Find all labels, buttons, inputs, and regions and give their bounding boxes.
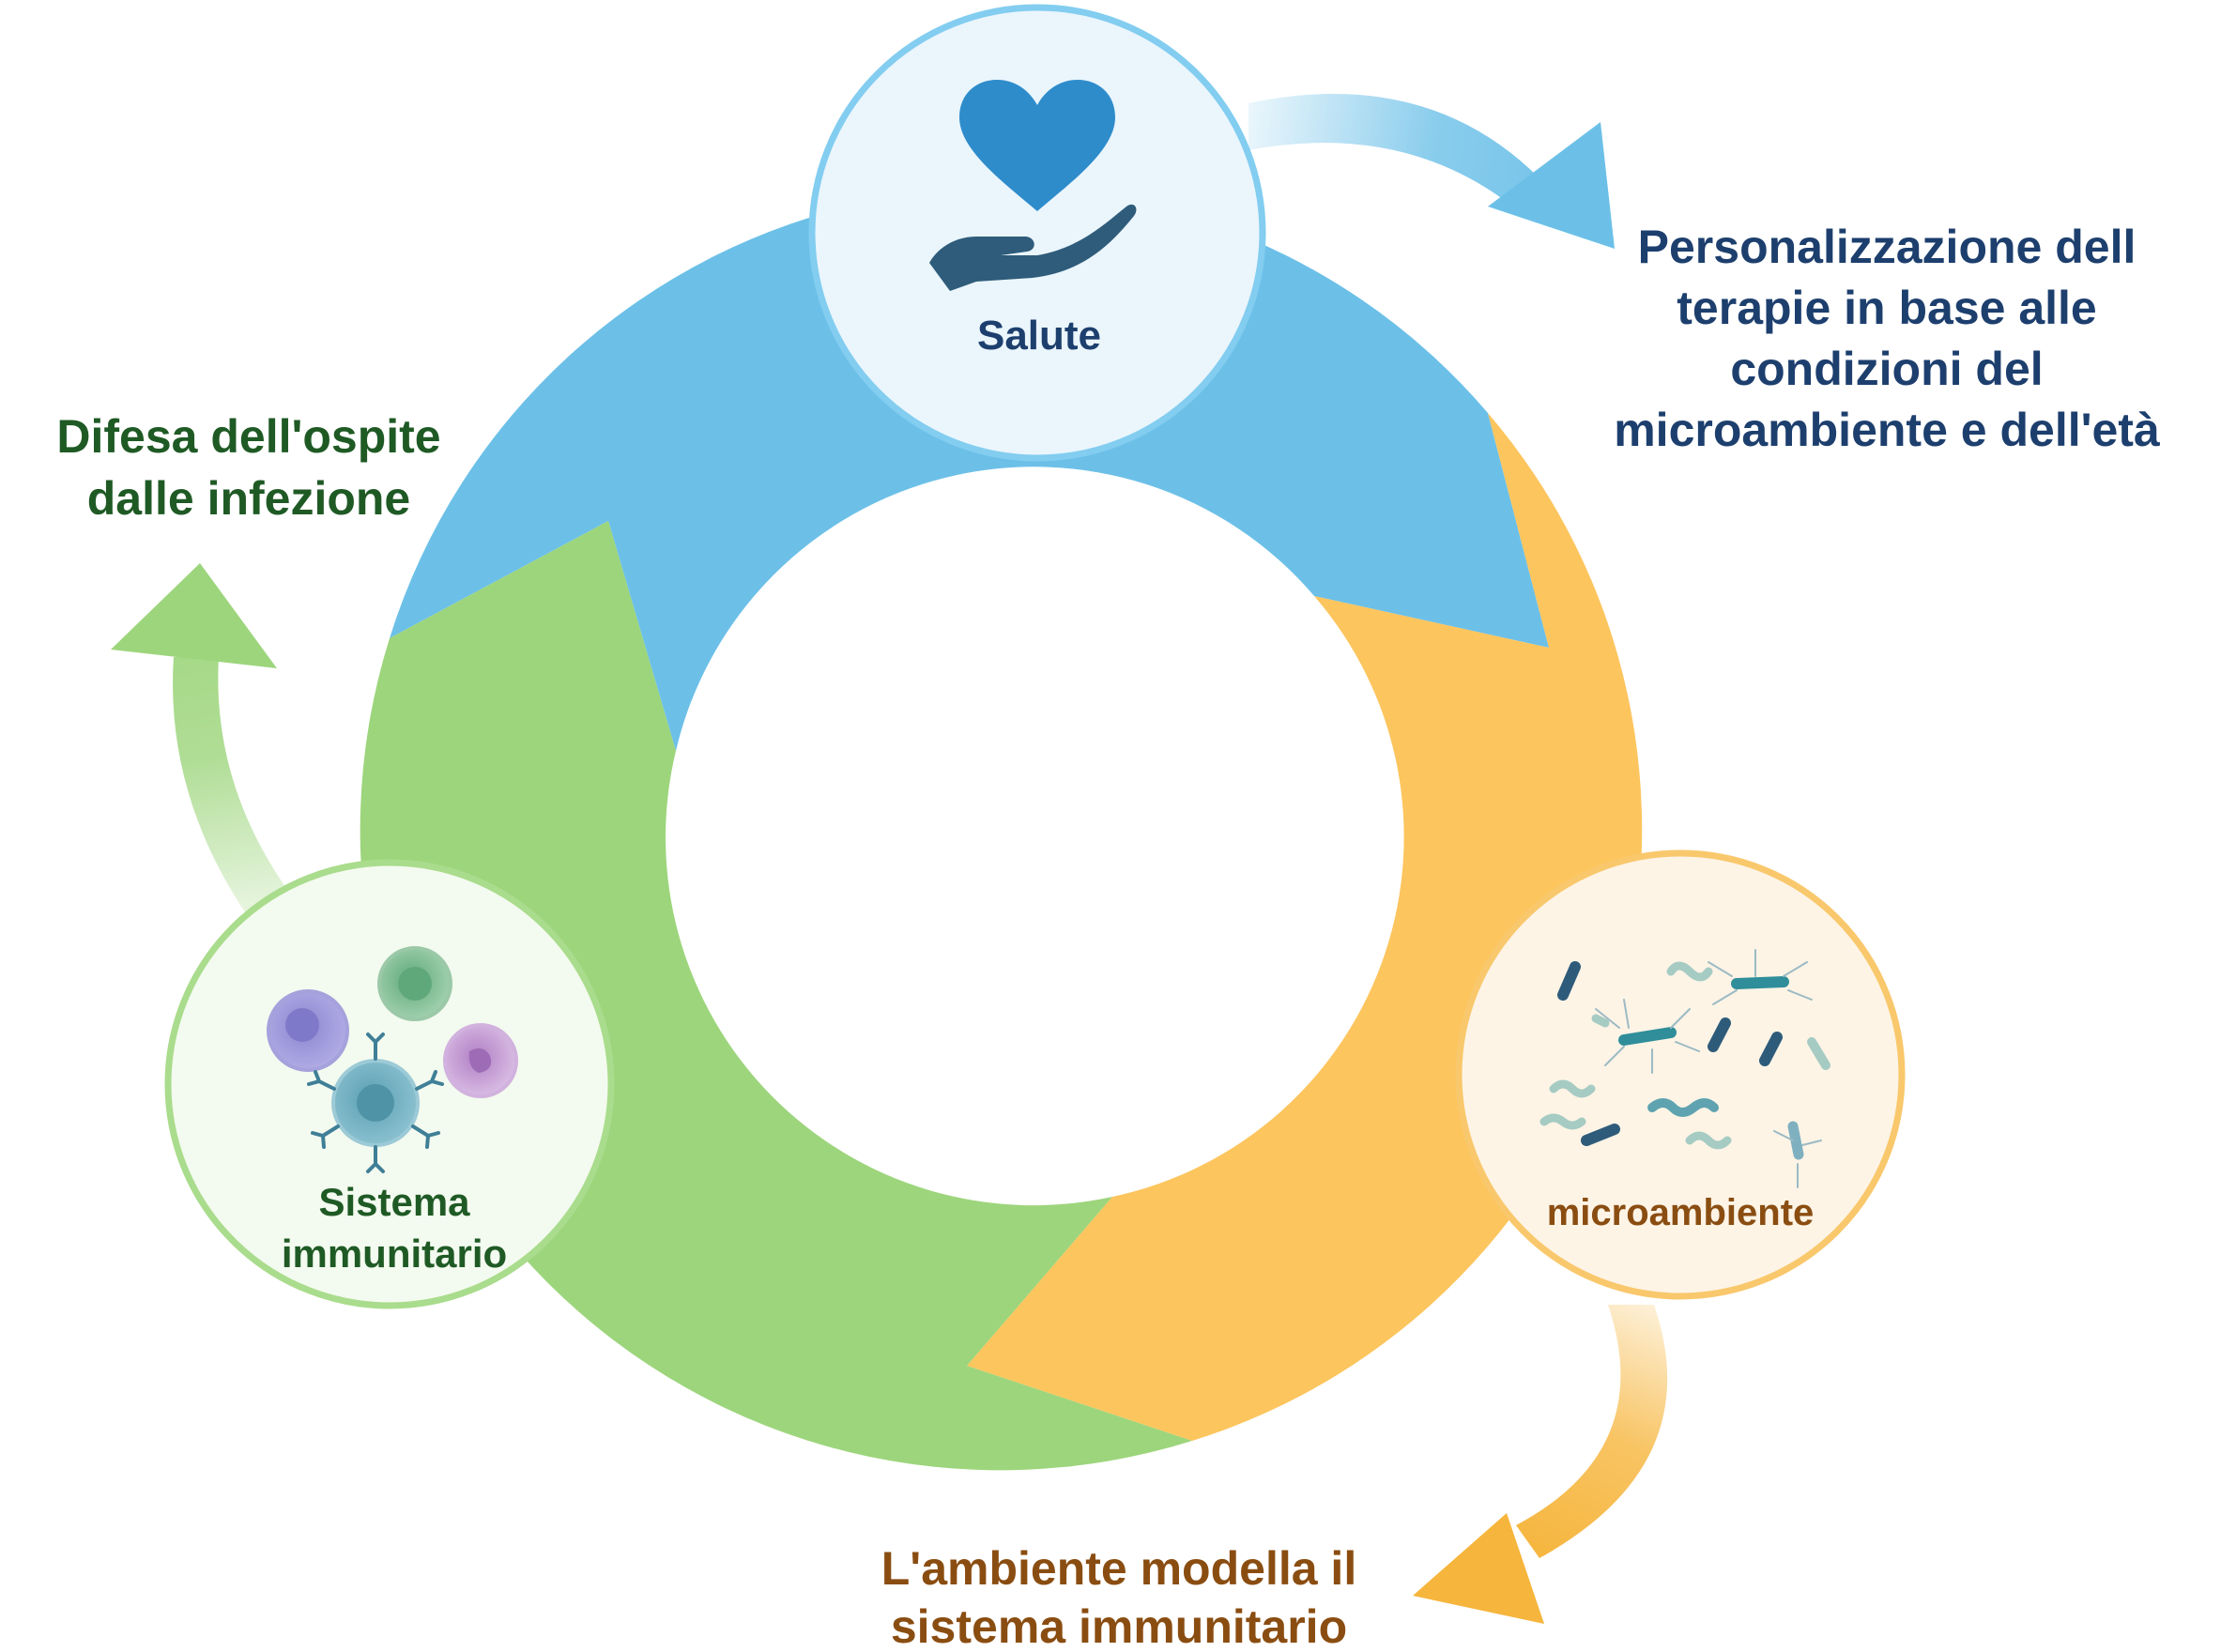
immune-cells-icon bbox=[267, 946, 518, 1173]
outcome-difesa-line2: dalle infezione bbox=[87, 472, 411, 525]
outcome-difesa-line1: Difesa dell'ospite bbox=[56, 410, 440, 463]
ring-segment-green bbox=[360, 521, 1192, 1471]
node-label-microambiente: microambiente bbox=[1547, 1192, 1815, 1233]
heart-in-hand-icon bbox=[929, 80, 1137, 291]
outcome-personalizzazione: Personalizzazione dell terapie in base a… bbox=[1614, 221, 2160, 456]
arrow-to-personalizzazione bbox=[1248, 94, 1539, 202]
ring-segment-blue bbox=[390, 188, 1549, 751]
bacteria-icon bbox=[1539, 949, 1830, 1188]
outcome-personalizzazione-line4: microambiente e dell'età bbox=[1614, 404, 2160, 456]
outcome-ambiente: L'ambiente modella il sistema immunitari… bbox=[881, 1542, 1356, 1652]
outcome-personalizzazione-line2: terapie in base alle bbox=[1677, 282, 2096, 334]
node-microambiente: microambiente bbox=[1455, 849, 1906, 1300]
outcome-personalizzazione-line3: condizioni del bbox=[1730, 343, 2043, 395]
arrow-to-ambiente bbox=[1516, 1305, 1668, 1558]
node-label-sistema-line1: Sistema bbox=[318, 1180, 470, 1224]
node-label-salute: Salute bbox=[977, 313, 1101, 359]
arrow-head-difesa bbox=[111, 563, 277, 668]
outcome-ambiente-line1: L'ambiente modella il bbox=[881, 1542, 1356, 1595]
arrow-head-ambiente bbox=[1413, 1513, 1544, 1624]
arrow-to-difesa bbox=[173, 657, 296, 925]
arrow-head-personalizzazione bbox=[1488, 122, 1615, 249]
outcome-difesa: Difesa dell'ospite dalle infezione bbox=[56, 410, 440, 525]
node-salute: Salute bbox=[808, 4, 1266, 462]
node-sistema-immunitario: Sistema immunitario bbox=[164, 859, 615, 1309]
outcome-ambiente-line2: sistema immunitario bbox=[891, 1600, 1347, 1652]
node-label-sistema-line2: immunitario bbox=[282, 1231, 507, 1276]
outcome-personalizzazione-line1: Personalizzazione dell bbox=[1638, 221, 2137, 273]
ring-segment-orange bbox=[967, 413, 1643, 1441]
